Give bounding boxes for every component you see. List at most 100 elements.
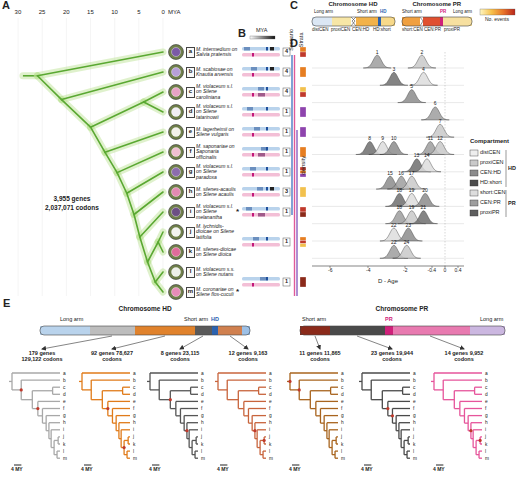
chromosome-compartment — [355, 17, 378, 26]
tree-branch — [454, 390, 474, 391]
tree-branch — [158, 242, 163, 252]
tree-branch — [196, 436, 198, 437]
tree-branch — [150, 389, 159, 390]
tree-branch — [407, 450, 410, 451]
label-text: k — [133, 442, 135, 447]
tree-branch — [91, 379, 130, 380]
stratum-block — [258, 93, 265, 97]
ridge-baseline — [312, 102, 464, 103]
tree-branch — [112, 409, 113, 424]
tree-branch — [315, 401, 316, 415]
label-text: 22 — [391, 240, 397, 245]
tree-branch — [184, 415, 198, 416]
tree-branch — [37, 76, 61, 100]
transition-dot — [253, 429, 256, 432]
scenario-line — [291, 55, 292, 215]
tree-branch — [105, 132, 163, 152]
label-text: m — [63, 456, 67, 461]
label-text: 2,037,071 codons — [45, 205, 99, 212]
label-text: e — [413, 399, 416, 404]
label-text: m — [133, 456, 137, 461]
tip-letter: l — [186, 267, 195, 278]
label-text: l — [201, 449, 202, 454]
tree-branch — [189, 429, 198, 430]
tree-branch — [382, 390, 402, 391]
legend-swatch — [470, 210, 478, 216]
hd-locus — [266, 277, 268, 281]
tree-branch — [159, 379, 198, 380]
tip-letter: m — [186, 287, 195, 298]
tip-letter: k — [186, 247, 195, 258]
grid-line — [90, 18, 91, 296]
strata-cell — [300, 52, 306, 57]
scenario-box — [283, 108, 290, 116]
flower-image — [172, 48, 181, 57]
label-text: Short arm — [184, 317, 208, 323]
hd-locus — [266, 237, 268, 241]
tree-branch — [326, 423, 327, 439]
pr-locus — [252, 113, 254, 117]
label-text: * — [236, 208, 239, 216]
legend-swatch — [470, 150, 478, 156]
species-name: M. saponariae on Saponaria officinalis — [196, 144, 238, 160]
pr-locus — [252, 93, 254, 97]
strata-cell — [300, 212, 306, 217]
tree-branch — [263, 450, 266, 451]
hd-chromosome — [242, 207, 280, 211]
tree-branch — [238, 390, 258, 391]
label-text: 1 — [285, 109, 288, 115]
species-name: M. violaceum s.l. on Silene paradoxa — [196, 164, 238, 180]
label-text: proxiCEN — [331, 28, 350, 33]
tree-branch — [289, 373, 290, 390]
tree-branch — [331, 394, 338, 395]
hd-locus — [266, 147, 268, 151]
tree-branch — [480, 437, 481, 444]
label-text: h — [485, 420, 488, 425]
hd-chromosome — [242, 107, 280, 111]
label-text: Chromosome HD — [329, 1, 378, 7]
tree-branch — [460, 415, 465, 416]
flower-image — [172, 128, 181, 137]
pr-locus — [252, 193, 254, 197]
chromosome-compartment — [440, 17, 443, 26]
stratum-block — [258, 153, 265, 157]
label-text: 15 — [387, 171, 393, 176]
centromere — [420, 17, 423, 26]
tree-branch — [117, 152, 163, 173]
tree-branch — [255, 422, 266, 423]
label-text: 1 — [285, 209, 288, 215]
tree-branch — [310, 408, 316, 409]
chromosome-outline — [312, 17, 395, 26]
tree-branch — [127, 193, 134, 214]
tree-branch — [11, 373, 12, 390]
pr-chromosome — [242, 73, 280, 77]
label-text: g — [269, 413, 272, 418]
tree-branch — [121, 429, 130, 430]
tree-branch — [176, 415, 181, 416]
pr-chromosome — [242, 113, 280, 117]
tip-letter: g — [186, 167, 195, 178]
label-text: 8 — [368, 136, 371, 141]
tree-branch — [140, 237, 148, 262]
label-text: k — [485, 442, 487, 447]
legend-text: CEN:HD — [480, 170, 501, 176]
tree-branch — [134, 192, 163, 215]
tree-branch — [362, 389, 371, 390]
flower-image — [172, 88, 181, 97]
tree-branch — [117, 152, 163, 173]
label-text: 20 — [422, 188, 428, 193]
tree-branch — [144, 92, 163, 102]
label-text: j — [269, 434, 270, 439]
chromosome-segment — [218, 326, 242, 335]
label-text: h — [413, 420, 416, 425]
tree-branch — [401, 429, 410, 430]
label-text: 18 — [396, 205, 402, 210]
flower-image — [172, 248, 181, 257]
tip-letter: d — [186, 107, 195, 118]
label-text: f — [485, 406, 486, 411]
tree-branch — [218, 372, 266, 373]
flower-image — [172, 268, 181, 277]
strata-cell — [300, 244, 306, 247]
label-text: 1 — [285, 279, 288, 285]
